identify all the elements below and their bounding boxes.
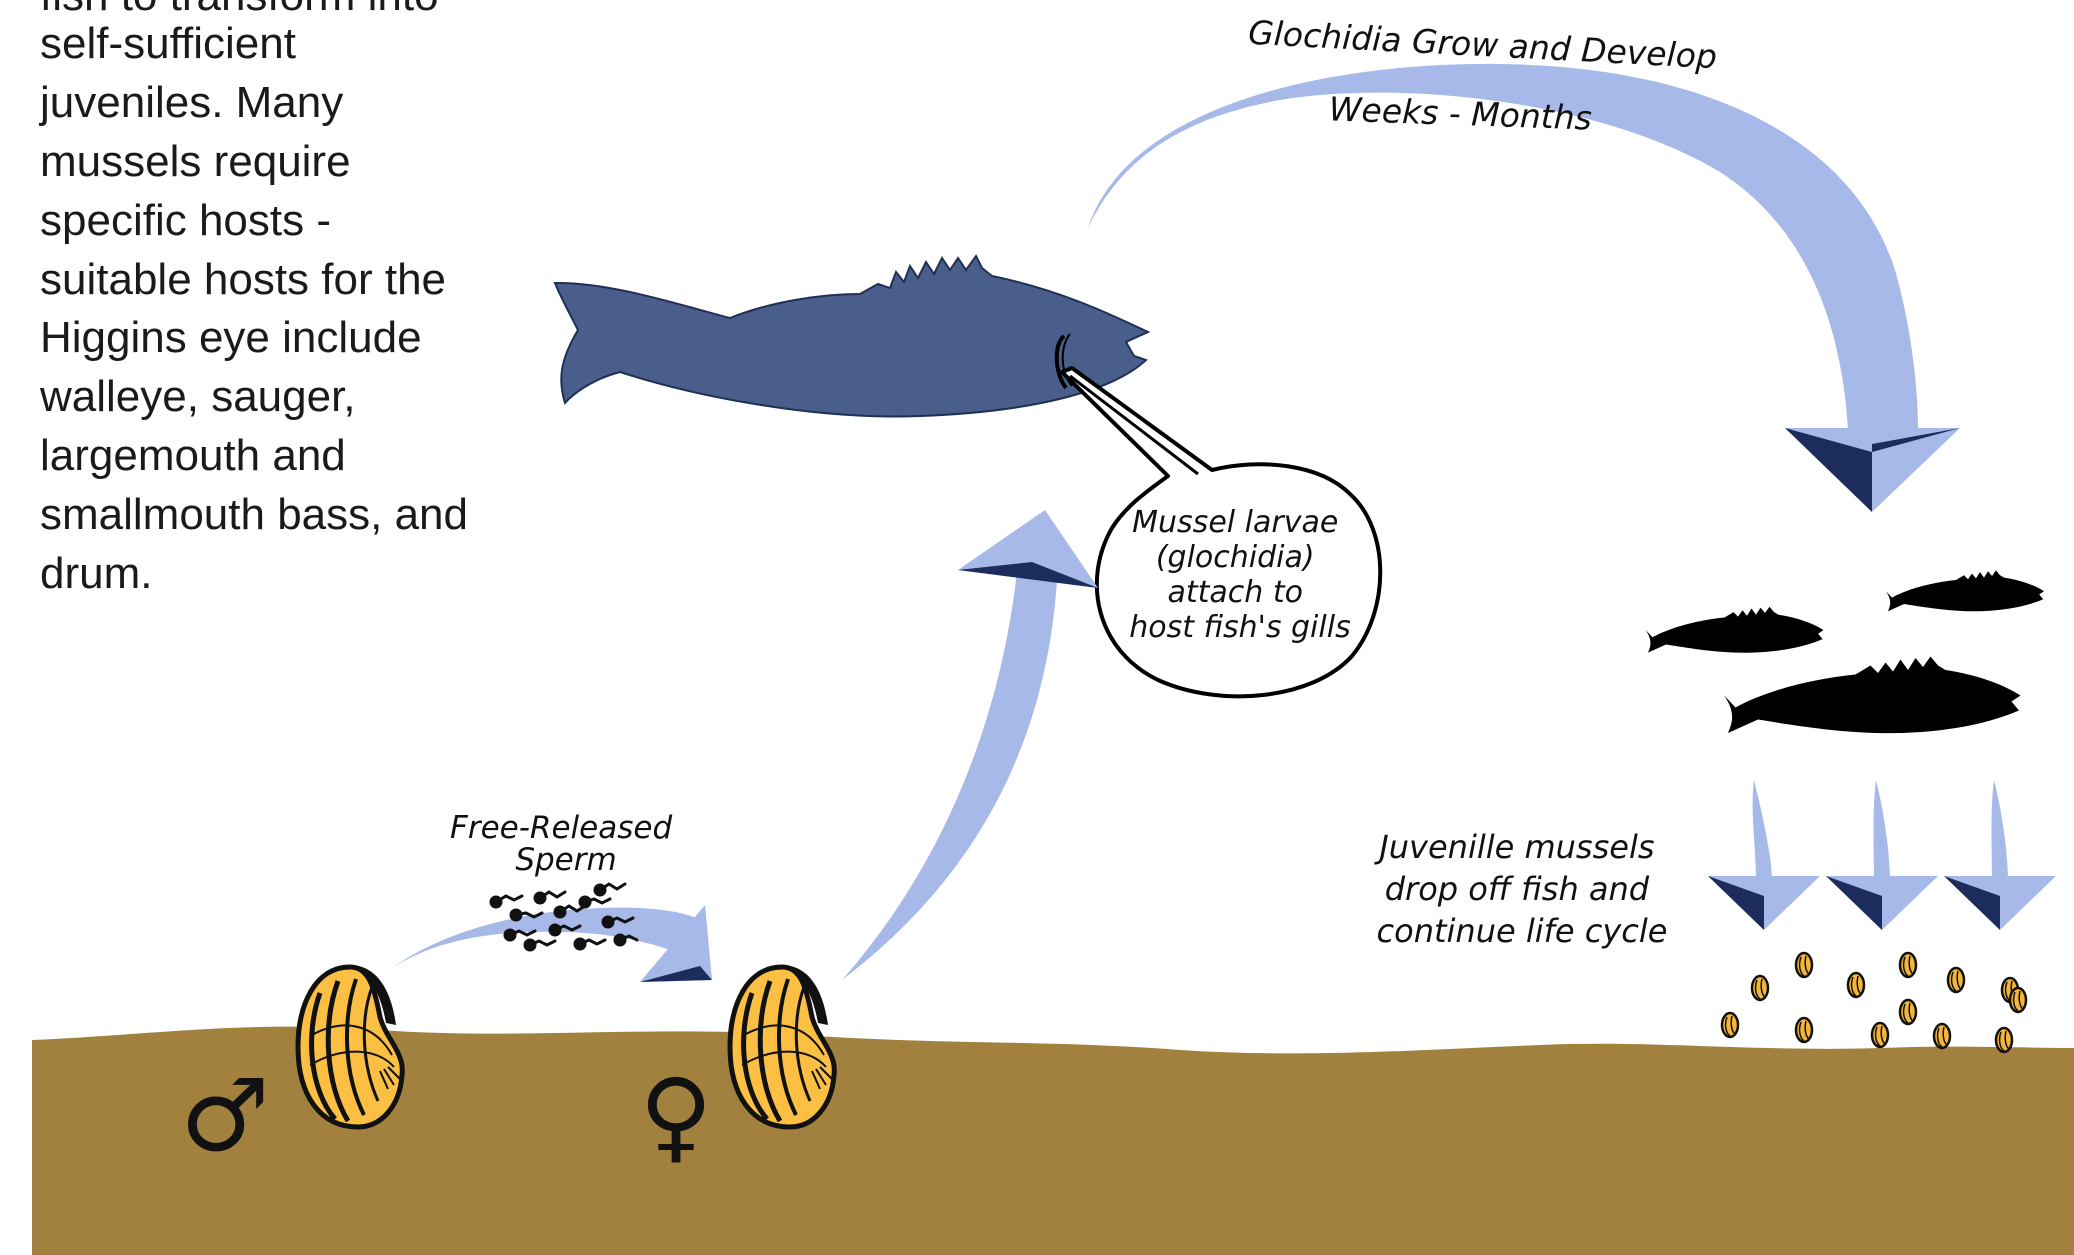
juvenile-host-fish-group (1646, 570, 2044, 733)
larvae-release-arrow (842, 510, 1098, 980)
duration-label: Weeks - Months (1328, 89, 1592, 137)
callout-line: attach to (1167, 575, 1302, 610)
callout-line: host fish's gills (1129, 610, 1350, 645)
intro-line: self-sufficient (40, 19, 296, 68)
intro-line: walleye, sauger, (39, 372, 356, 421)
sperm-label: Free-Released Sperm (450, 810, 682, 878)
male-mussel (298, 965, 402, 1127)
host-fish-silhouette (1724, 657, 2020, 734)
juvenile-mussels (1722, 953, 2026, 1052)
host-fish-silhouette (1646, 607, 1824, 653)
callout-line: Mussel larvae (1132, 505, 1338, 540)
intro-line: fish to transform into (40, 0, 439, 20)
intro-line: mussels require (40, 137, 351, 186)
juvenile-label: Juvenille mussels drop off fish and cont… (1373, 828, 1667, 950)
female-mussel (730, 965, 834, 1127)
intro-text: fish to transform into self-sufficient j… (38, 0, 480, 598)
intro-line: suitable hosts for the (40, 255, 446, 304)
host-fish-silhouette (1886, 570, 2044, 611)
intro-line: specific hosts - (40, 196, 331, 245)
intro-line: drum. (40, 549, 152, 598)
callout-line: (glochidia) (1156, 540, 1315, 575)
male-symbol: ♂ (180, 1057, 270, 1174)
host-fish (555, 256, 1148, 416)
intro-line: Higgins eye include (40, 313, 422, 362)
intro-line: smallmouth bass, and (40, 490, 468, 539)
intro-line: juveniles. Many (38, 78, 343, 127)
intro-line: largemouth and (40, 431, 346, 480)
drop-off-arrows (1708, 780, 2056, 930)
female-symbol: ♀ (639, 1057, 712, 1174)
